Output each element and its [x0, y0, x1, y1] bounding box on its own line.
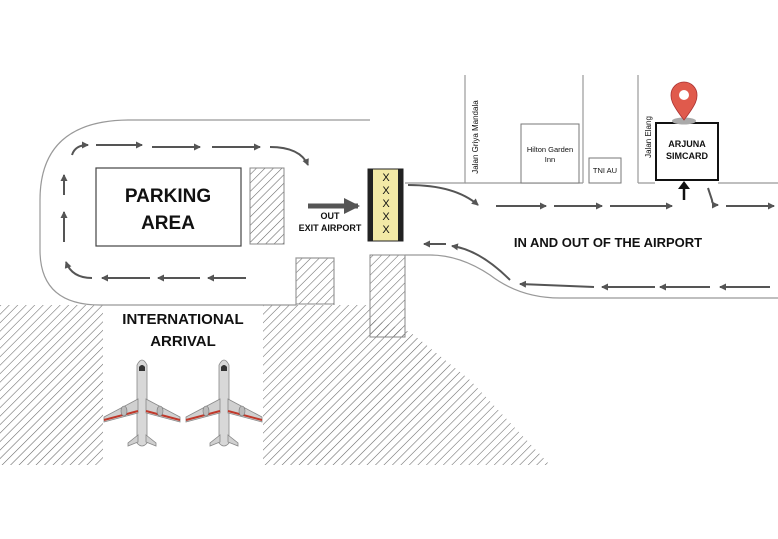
street-label-griya-mandala: Jalan Griya Mandala — [471, 100, 480, 174]
international-label: ARRIVAL — [150, 333, 216, 350]
hilton-label: Hilton Garden — [527, 145, 573, 154]
parking-label: AREA — [141, 213, 195, 234]
main-road-edge — [582, 75, 778, 184]
exit-label: EXIT AIRPORT — [299, 223, 362, 233]
terminal-block — [295, 257, 335, 305]
parking-loop-arrows — [60, 141, 309, 282]
airplane-icon — [185, 359, 263, 447]
airport-grounds-hatch-left — [0, 305, 103, 465]
parking-label: PARKING — [125, 186, 211, 207]
tni-building — [588, 157, 622, 184]
parking-side-block — [249, 167, 285, 245]
outbound-arrows — [407, 184, 775, 210]
map-pin-icon — [670, 81, 698, 125]
hilton-building — [520, 123, 580, 184]
hilton-label: Inn — [545, 155, 555, 164]
airplane-icon — [103, 359, 181, 447]
shop-label: SIMCARD — [666, 151, 708, 161]
gate-marks: X — [382, 172, 390, 184]
parking-loop-road — [39, 119, 370, 306]
airport-grounds-hatch-right — [263, 305, 550, 465]
exit-gate-border — [368, 169, 373, 241]
parking-area — [95, 167, 242, 247]
street-label-elang: Jalan Elang — [644, 116, 653, 158]
main-road-edge — [405, 75, 466, 184]
international-label: INTERNATIONAL — [122, 311, 243, 328]
road-label: IN AND OUT OF THE AIRPORT — [514, 235, 702, 250]
gate-marks: X — [382, 211, 390, 223]
terminal-block — [369, 254, 406, 338]
gate-marks: X — [382, 185, 390, 197]
inbound-arrows — [423, 240, 770, 291]
exit-gate-border — [398, 169, 403, 241]
tni-label: TNI AU — [593, 166, 617, 175]
main-road-edge — [405, 254, 778, 299]
shop-label: ARJUNA — [668, 139, 706, 149]
gate-marks: X — [382, 224, 390, 236]
gate-marks: X — [382, 198, 390, 210]
exit-label: OUT — [321, 211, 341, 221]
